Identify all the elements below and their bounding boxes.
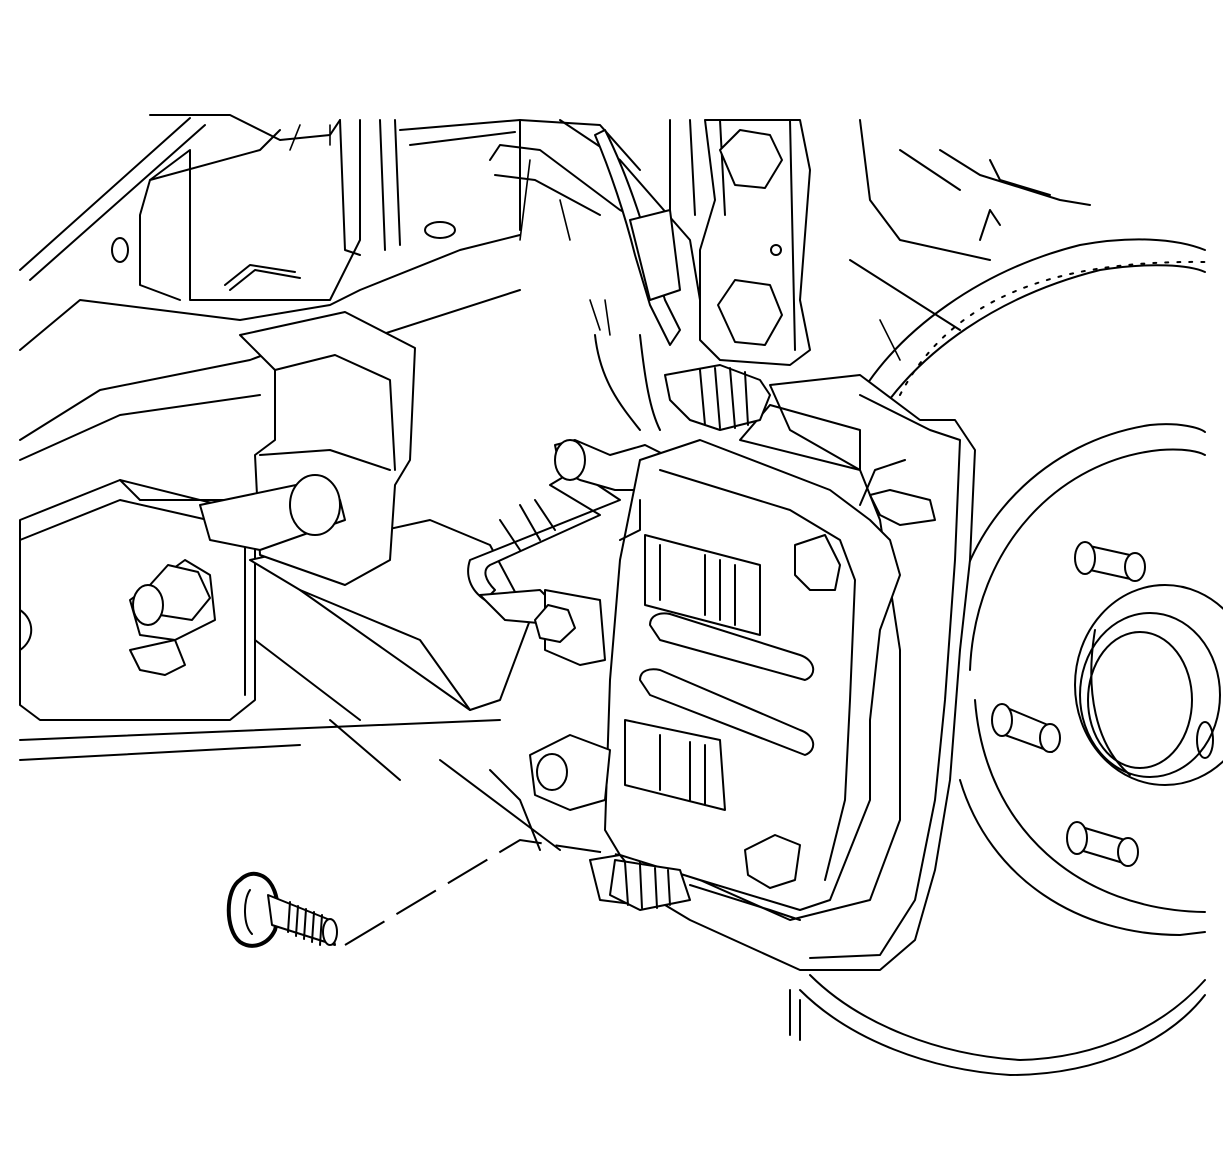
frame-member	[19, 114, 1091, 461]
wheel-stud-3	[1066, 821, 1139, 867]
stabilizer-link	[129, 311, 416, 676]
steering-knuckle	[699, 119, 811, 366]
wheel-stud-2	[991, 703, 1061, 753]
brake-rotor	[789, 238, 1206, 1076]
caliper-mounting-bracket	[639, 374, 976, 971]
brake-caliper	[529, 364, 936, 921]
bolt-leader-line	[344, 838, 621, 946]
wheel-hub	[949, 423, 1223, 936]
wheel-studs	[991, 541, 1214, 867]
wheel-stud-1	[1074, 541, 1146, 582]
background-detail	[289, 124, 901, 361]
caliper-mounting-bolt	[226, 871, 338, 948]
brake-hose	[467, 129, 681, 666]
